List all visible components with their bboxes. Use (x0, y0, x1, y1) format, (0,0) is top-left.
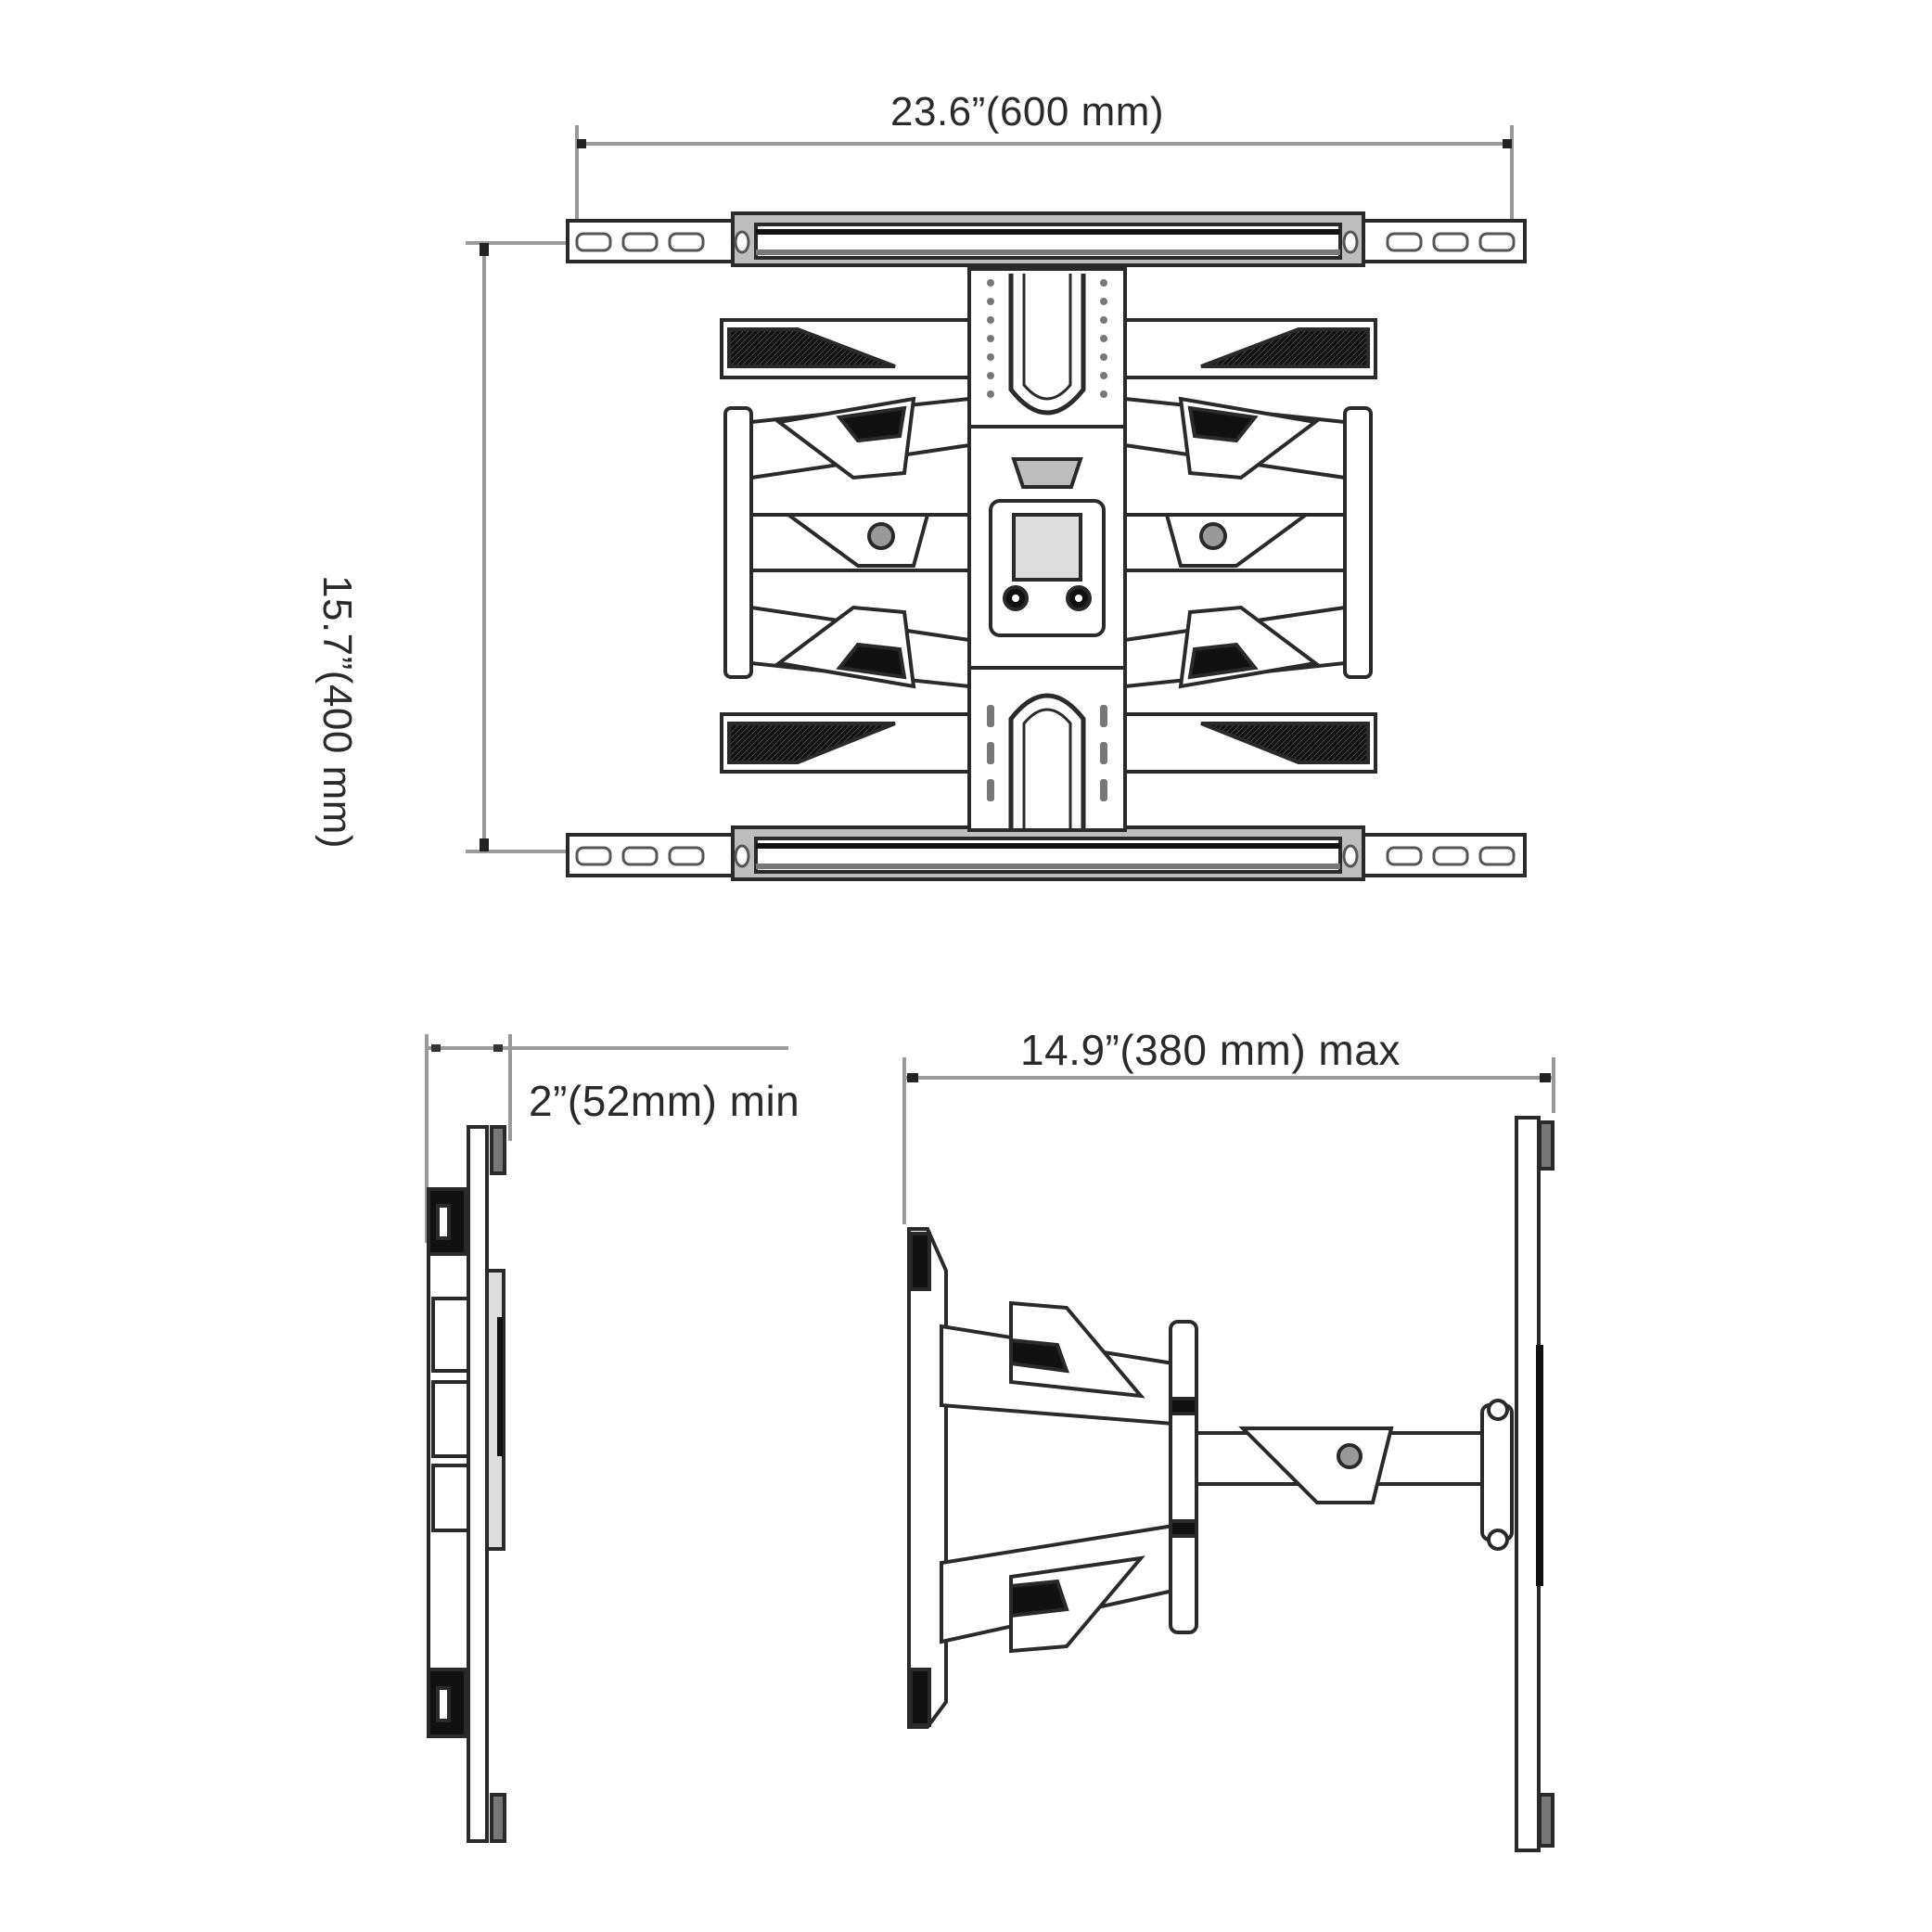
max-depth-dimension-line (902, 1057, 1555, 1224)
height-dimension-line (466, 241, 568, 853)
max-depth-label: 14.9”(380 mm) max (1020, 1026, 1401, 1074)
width-dimension-label: 23.6”(600 mm) (890, 89, 1165, 134)
top-rail (566, 211, 1527, 267)
bottom-rail (566, 825, 1527, 881)
min-depth-label: 2”(52mm) min (529, 1077, 800, 1125)
extended-mount-side (907, 1116, 1555, 1852)
inner-arms (723, 396, 1373, 689)
outer-arms (720, 318, 1377, 774)
height-dimension-label: 15.7”(400 mm) (314, 575, 360, 850)
center-column (967, 267, 1127, 832)
retracted-mount-side (427, 1125, 506, 1843)
